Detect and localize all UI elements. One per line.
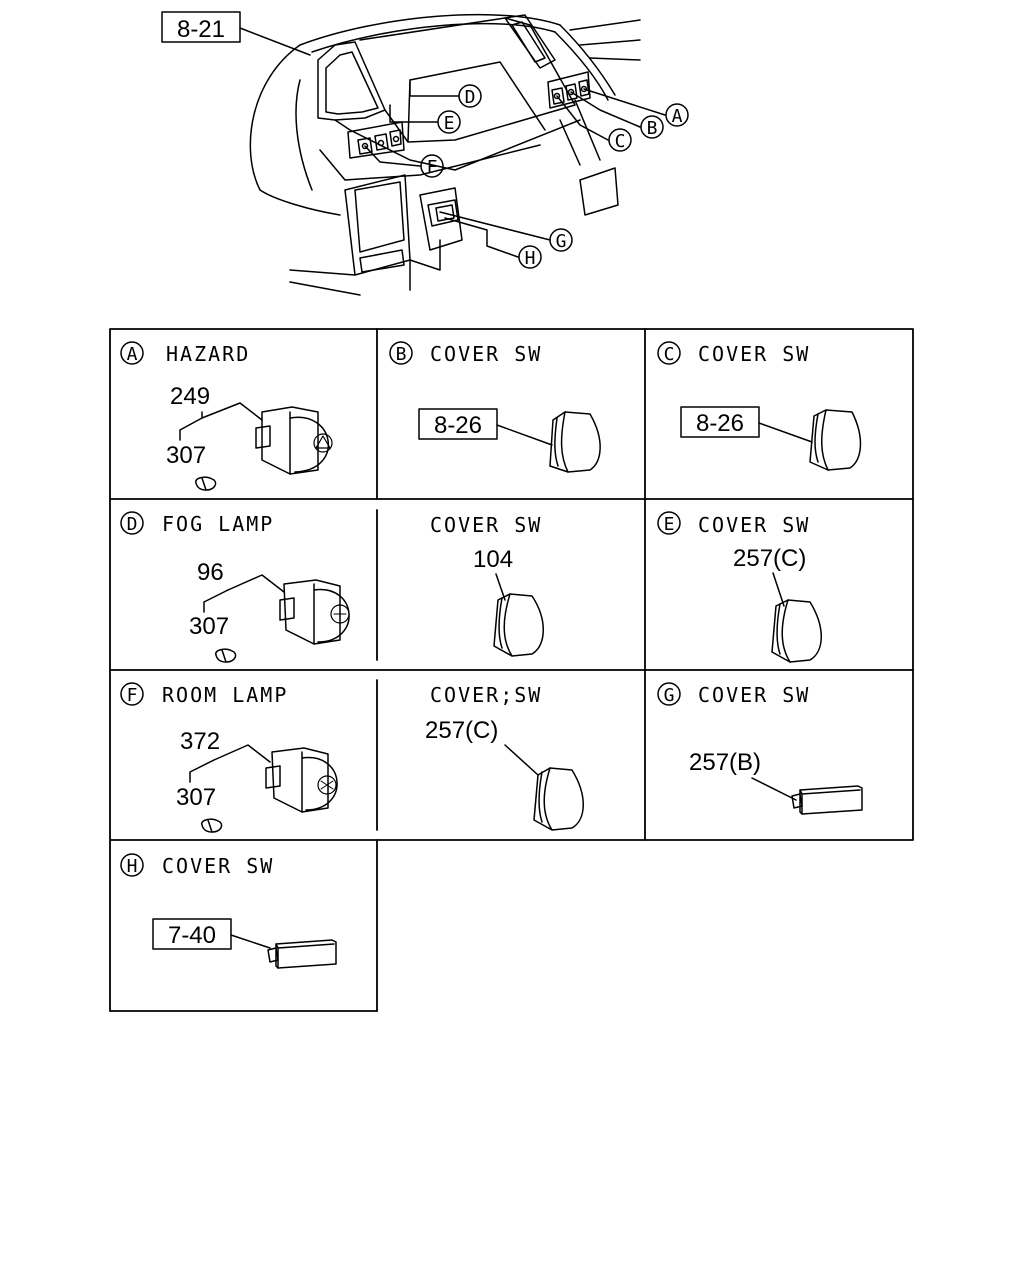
cell-room-lamp: F ROOM LAMP 372 307 [120,682,338,833]
cell-title: COVER;SW [430,683,542,707]
cell-letter: G [664,685,675,706]
cell-letter: B [396,344,407,365]
ref-label: 7-40 [168,922,216,949]
bulb-icon [201,818,223,833]
cell-title: COVER SW [162,854,274,878]
cover-switch-image [809,409,862,471]
ref-label: 8-26 [696,410,744,437]
cell-cover-sw-g: G COVER SW 257(B) [657,682,863,815]
cell-letter: C [664,344,675,365]
room-lamp-switch-image [265,747,338,813]
cover-switch-image [549,411,601,473]
svg-text:D: D [465,87,476,108]
cover-switch-image [791,785,863,815]
cell-cover-sw-b: B COVER SW 8-26 [389,341,601,473]
part-number: 257(C) [733,545,806,572]
cell-cover-sw-h: H COVER SW 7-40 [120,853,337,969]
cell-title: COVER SW [430,342,542,366]
cell-title: FOG LAMP [162,512,274,536]
cell-letter: D [127,514,138,535]
cell-cover-sw-104: COVER SW 104 [430,513,544,657]
overview-callouts: A B C D E F G H [420,84,689,269]
cell-title: COVER SW [698,513,810,537]
part-number: 372 [180,728,220,755]
cell-title: ROOM LAMP [162,683,288,707]
svg-text:A: A [672,106,683,127]
cell-letter: E [664,514,675,535]
part-number: 307 [176,784,216,811]
bulb-icon [195,476,217,491]
cell-letter: F [127,685,138,706]
callout-a: A [665,103,689,127]
part-number: 249 [170,383,210,410]
cell-cover-sw-257c: COVER;SW 257(C) [425,683,584,831]
svg-text:F: F [427,157,438,178]
cell-title: HAZARD [166,342,250,366]
parts-grid [109,328,914,1012]
ref-label: 8-26 [434,412,482,439]
callout-b: B [640,115,664,139]
callout-d: D [458,84,482,108]
part-number: 307 [189,613,229,640]
svg-text:B: B [647,118,658,139]
callout-e: E [437,110,461,134]
svg-text:H: H [525,248,536,269]
cover-switch-image [533,767,584,831]
cover-switch-image [267,939,337,969]
svg-text:C: C [615,131,626,152]
cell-title: COVER SW [698,342,810,366]
cell-title: COVER SW [430,513,542,537]
cell-cover-sw-c: C COVER SW 8-26 [657,341,862,471]
overview-ref-label: 8-21 [177,16,225,43]
part-number: 307 [166,442,206,469]
part-number: 257(C) [425,717,498,744]
cell-title: COVER SW [698,683,810,707]
part-number: 104 [473,546,513,573]
cover-switch-image [771,599,822,663]
bulb-icon [215,648,237,663]
hazard-switch-image [255,406,333,475]
part-number: 96 [197,559,224,586]
cell-letter: H [127,856,138,877]
fog-lamp-switch-image [279,579,350,645]
callout-h: H [518,245,542,269]
callout-c: C [608,128,632,152]
cell-fog-lamp: D FOG LAMP 96 307 [120,511,350,663]
cell-cover-sw-e: E COVER SW 257(C) [657,511,822,663]
svg-text:G: G [556,231,567,252]
svg-text:E: E [444,113,455,134]
cover-switch-image [493,593,544,657]
dashboard-overview: 8-21 [161,11,666,296]
cell-hazard: A HAZARD 249 307 [120,341,333,491]
callout-g: G [549,228,573,252]
part-number: 257(B) [689,749,761,776]
cell-letter: A [127,344,138,365]
callout-f: F [420,154,444,178]
